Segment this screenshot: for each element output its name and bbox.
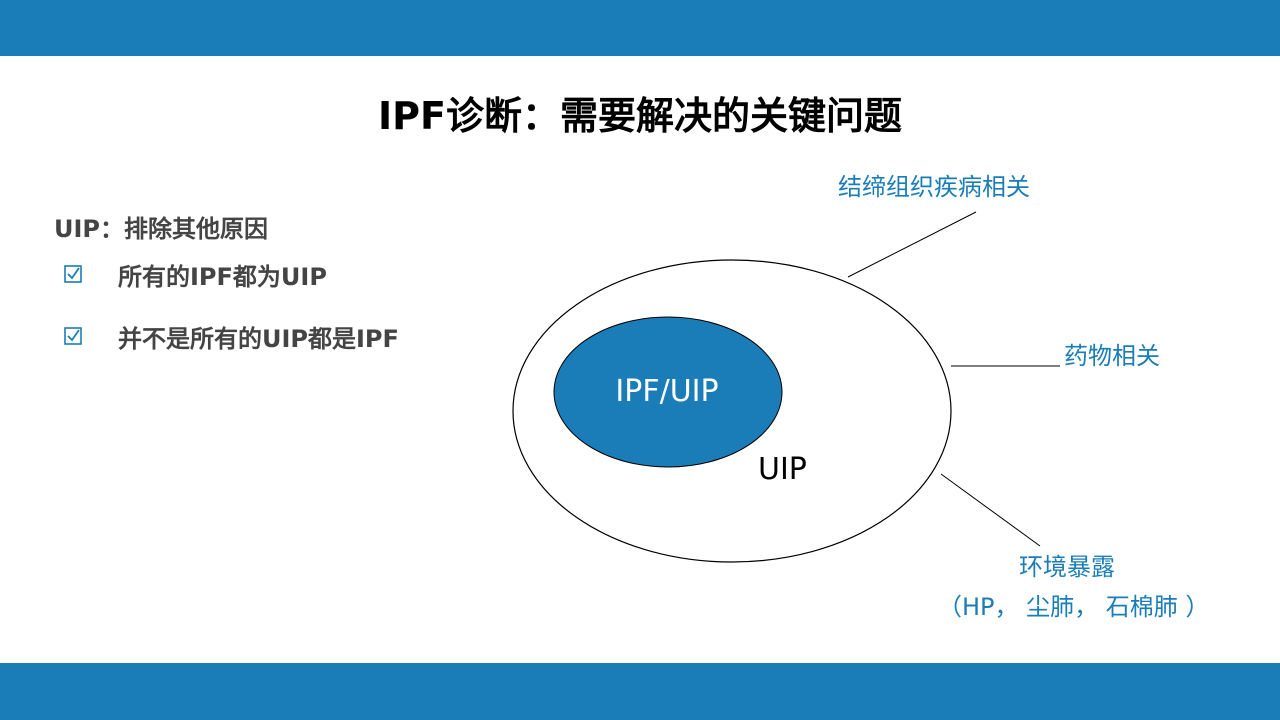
subtitle: UIP：排除其他原因 — [54, 215, 269, 243]
connective-tissue-label: 结缔组织疾病相关 — [838, 173, 1030, 201]
checkbox-icon — [64, 265, 82, 283]
environment-detail-label: （HP， 尘肺， 石棉肺 ） — [938, 593, 1210, 621]
top-banner — [0, 0, 1280, 56]
bullet-text: 所有的IPF都为UIP — [118, 262, 327, 291]
bullet-text: 并不是所有的UIP都是IPF — [118, 324, 399, 353]
checkbox-icon — [64, 327, 82, 345]
slide-title: IPF诊断：需要解决的关键问题 — [378, 94, 902, 138]
ipf-uip-label: IPF/UIP — [615, 374, 719, 409]
connector-line-ctd — [847, 211, 977, 278]
uip-label: UIP — [758, 452, 807, 487]
drug-related-label: 药物相关 — [1064, 342, 1160, 370]
environment-label: 环境暴露 — [1019, 553, 1115, 581]
bullet-item: 并不是所有的UIP都是IPF — [64, 318, 399, 354]
inner-ellipse-ipf — [553, 316, 783, 468]
bullet-item: 所有的IPF都为UIP — [64, 256, 327, 292]
connector-line-env — [940, 473, 1041, 547]
bottom-banner — [0, 663, 1280, 720]
